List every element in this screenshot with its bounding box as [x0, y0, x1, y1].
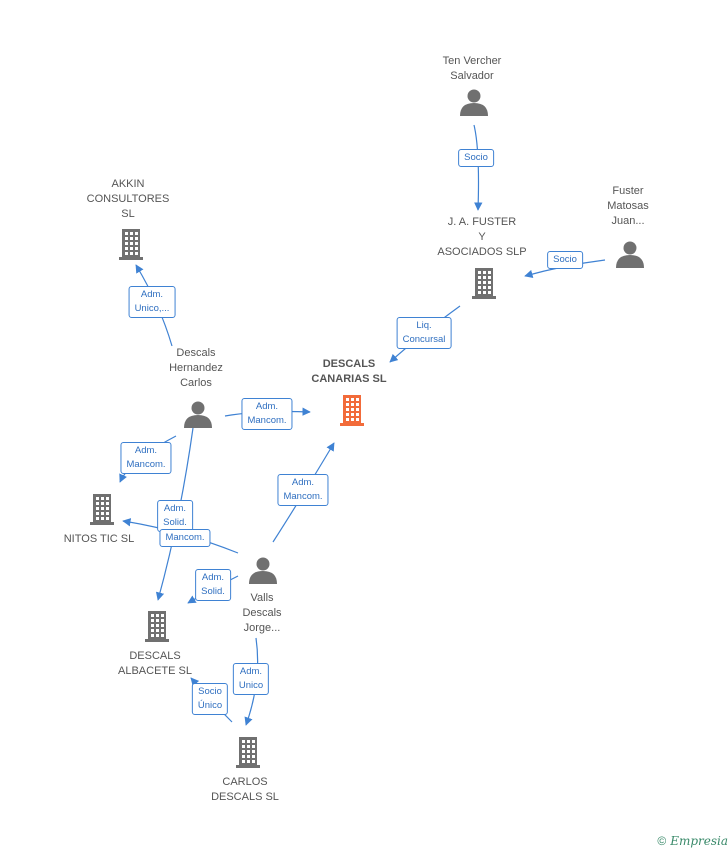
copyright-symbol: ©	[657, 834, 667, 848]
person-icon[interactable]	[184, 401, 212, 429]
edge-label[interactable]: Socio Único	[191, 683, 229, 715]
edge-label[interactable]: Adm. Solid.	[195, 569, 231, 601]
brand-logo-text: Empresia	[670, 834, 728, 848]
edge-label[interactable]: Adm. Solid.	[157, 500, 193, 532]
person-icon[interactable]	[616, 241, 644, 269]
edge-label[interactable]: Adm. Unico,...	[128, 286, 176, 318]
edge-label[interactable]: Mancom.	[159, 529, 211, 547]
footer-brand[interactable]: ©Empresia	[657, 834, 728, 848]
person-icon[interactable]	[249, 557, 277, 585]
node-label-descals-canarias[interactable]: DESCALS CANARIAS SL	[311, 358, 387, 385]
node-label-valls-descals[interactable]: Valls Descals Jorge...	[242, 592, 282, 634]
node-label-carlos-descals[interactable]: CARLOS DESCALS SL	[211, 776, 279, 803]
building-icon[interactable]	[145, 611, 169, 642]
node-label-ja-fuster[interactable]: J. A. FUSTER Y ASOCIADOS SLP	[437, 216, 527, 258]
building-icon[interactable]	[236, 737, 260, 768]
building-icon[interactable]	[472, 268, 496, 299]
building-icon[interactable]	[90, 494, 114, 525]
building-icon[interactable]	[119, 229, 143, 260]
edge-label[interactable]: Adm. Mancom.	[120, 442, 172, 474]
edge-label[interactable]: Adm. Mancom.	[241, 398, 293, 430]
edge-label[interactable]: Adm. Unico	[232, 663, 270, 695]
node-label-descals-hernandez[interactable]: Descals Hernandez Carlos	[169, 347, 223, 389]
edge-label[interactable]: Socio	[458, 149, 494, 167]
edge-label[interactable]: Liq. Concursal	[396, 317, 452, 349]
edge-ten-vercher-to-ja-fuster	[473, 124, 483, 211]
node-label-descals-albacete[interactable]: DESCALS ALBACETE SL	[118, 650, 192, 677]
edge-label[interactable]: Socio	[547, 251, 583, 269]
node-label-fuster-matosas[interactable]: Fuster Matosas Juan...	[607, 185, 649, 227]
edge-label[interactable]: Adm. Mancom.	[277, 474, 329, 506]
person-icon[interactable]	[460, 89, 488, 117]
node-label-ten-vercher[interactable]: Ten Vercher Salvador	[442, 55, 502, 82]
node-label-akkin[interactable]: AKKIN CONSULTORES SL	[86, 178, 170, 220]
node-label-nitos-tic[interactable]: NITOS TIC SL	[63, 533, 135, 545]
building-icon[interactable]	[340, 395, 364, 426]
